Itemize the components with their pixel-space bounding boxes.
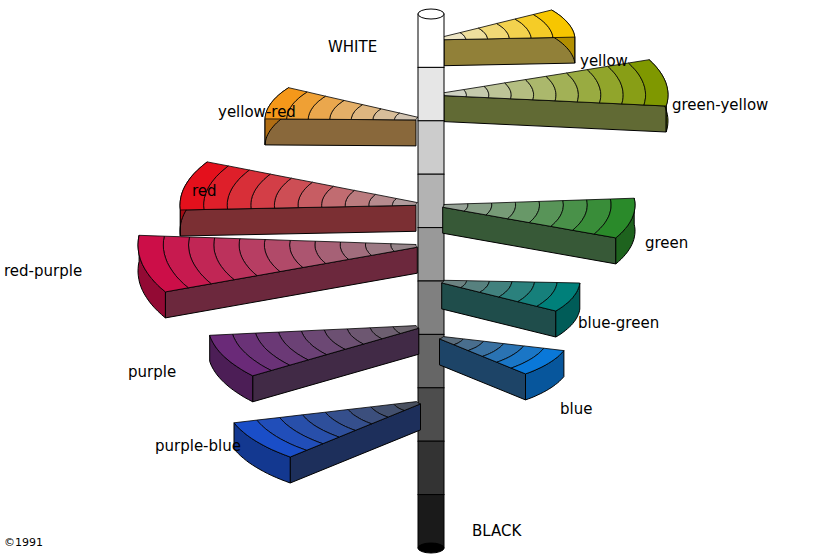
hue-label: green <box>645 234 688 252</box>
chroma-step <box>210 334 272 376</box>
chroma-step <box>391 244 418 252</box>
hue-wedge <box>210 326 419 402</box>
hue-label: purple <box>128 363 176 381</box>
wedge-side <box>440 339 526 400</box>
value-step <box>418 174 444 227</box>
value-step <box>418 228 444 281</box>
chroma-step <box>511 348 564 374</box>
back-wedges <box>180 10 668 236</box>
hue-label: green-yellow <box>672 96 768 114</box>
hue-wedge <box>234 402 421 483</box>
value-step <box>418 281 444 334</box>
column-top <box>418 9 444 19</box>
chroma-step <box>594 198 635 238</box>
chroma-step <box>138 235 188 292</box>
hue-label: ©1991 <box>4 534 43 552</box>
value-step <box>418 121 444 174</box>
hue-label: BLACK <box>472 522 521 540</box>
value-step <box>418 67 444 120</box>
chroma-step <box>629 60 669 106</box>
value-column <box>418 9 444 553</box>
chroma-step <box>537 283 580 312</box>
chroma-step <box>392 199 417 206</box>
chroma-step <box>443 204 468 211</box>
chroma-step <box>234 420 307 457</box>
hue-wedge <box>138 235 417 318</box>
chroma-step <box>464 86 489 97</box>
column-bottom <box>418 543 444 553</box>
value-step <box>418 441 444 494</box>
hue-wedge <box>180 162 418 236</box>
front-wedges <box>138 198 635 483</box>
hue-label: red-purple <box>4 262 82 280</box>
hue-wedge <box>440 337 564 400</box>
hue-wedge <box>443 198 635 264</box>
wedge-side <box>444 37 575 66</box>
value-step <box>418 388 444 441</box>
wedge-side <box>180 205 416 236</box>
wedge-side <box>265 119 416 146</box>
chroma-step <box>180 162 228 210</box>
hue-wedge <box>442 280 580 337</box>
hue-label: purple-blue <box>155 437 241 455</box>
hue-label: yellow-red <box>218 103 296 121</box>
chroma-step <box>533 10 575 38</box>
hue-label: blue-green <box>578 314 659 332</box>
hue-label: red <box>192 182 217 200</box>
hue-wedge <box>442 10 575 66</box>
hue-wedge <box>443 60 668 132</box>
hue-label: yellow <box>580 52 628 70</box>
hue-label: blue <box>560 400 592 418</box>
chroma-step <box>443 90 467 97</box>
hue-label: WHITE <box>328 38 377 56</box>
value-step <box>418 14 444 67</box>
value-step <box>418 495 444 548</box>
